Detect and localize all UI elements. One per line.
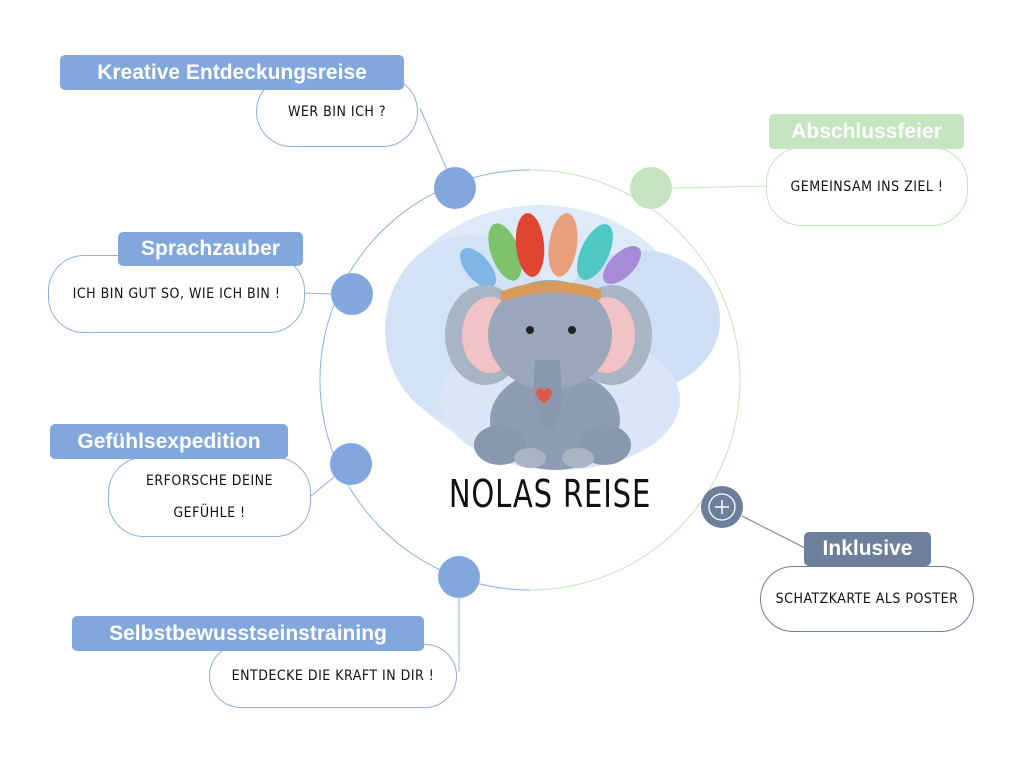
subtopic-box-abschlussfeier[interactable]: GEMEINSAM INS ZIEL ! bbox=[766, 147, 968, 226]
headband bbox=[500, 281, 602, 302]
subtopic-box-inklusive[interactable]: SCHATZKARTE ALS POSTER bbox=[760, 566, 974, 632]
subtopic-box-sprachzauber[interactable]: ICH BIN GUT SO, WIE ICH BIN ! bbox=[48, 255, 305, 333]
subtopic-text-line2: GEFÜHLE ! bbox=[173, 505, 246, 521]
subtopic-text-line1: ERFORSCHE DEINE bbox=[145, 473, 274, 489]
right-arc bbox=[529, 169, 741, 591]
node-sprachzauber bbox=[331, 273, 373, 315]
topic-label-gefuehlsexpedition[interactable]: Gefühlsexpedition bbox=[50, 424, 288, 459]
subtopic-text: SCHATZKARTE ALS POSTER bbox=[775, 591, 959, 607]
subtopic-text: ICH BIN GUT SO, WIE ICH BIN ! bbox=[72, 286, 281, 302]
feathers bbox=[460, 213, 641, 288]
subtopic-text: ENTDECKE DIE KRAFT IN DIR ! bbox=[231, 668, 435, 684]
topic-label-inklusive[interactable]: Inklusive bbox=[804, 532, 931, 566]
expand-plus-icon[interactable] bbox=[701, 486, 743, 528]
node-selbst bbox=[438, 556, 480, 598]
elephant-illustration bbox=[445, 213, 652, 470]
brand-watermark: MUTWERK bbox=[512, 193, 588, 208]
subtopic-text: WER BIN ICH ? bbox=[287, 103, 387, 120]
topic-label-abschlussfeier[interactable]: Abschlussfeier bbox=[769, 114, 964, 149]
central-title: NOLAS REISE bbox=[448, 472, 652, 516]
left-arc bbox=[319, 169, 531, 591]
node-abschluss bbox=[630, 167, 672, 209]
topic-label-sprachzauber[interactable]: Sprachzauber bbox=[118, 232, 303, 266]
subtopic-text: GEMEINSAM INS ZIEL ! bbox=[790, 178, 944, 195]
node-kreative bbox=[434, 167, 476, 209]
topic-label-kreative[interactable]: Kreative Entdeckungsreise bbox=[60, 55, 404, 90]
subtopic-box-gefuehlsexpedition[interactable]: ERFORSCHE DEINE GEFÜHLE ! bbox=[108, 457, 311, 537]
topic-label-selbstbewusstsein[interactable]: Selbstbewusstseinstraining bbox=[72, 616, 424, 651]
node-gefuehl bbox=[330, 443, 372, 485]
subtopic-box-selbstbewusstsein[interactable]: ENTDECKE DIE KRAFT IN DIR ! bbox=[209, 644, 457, 708]
